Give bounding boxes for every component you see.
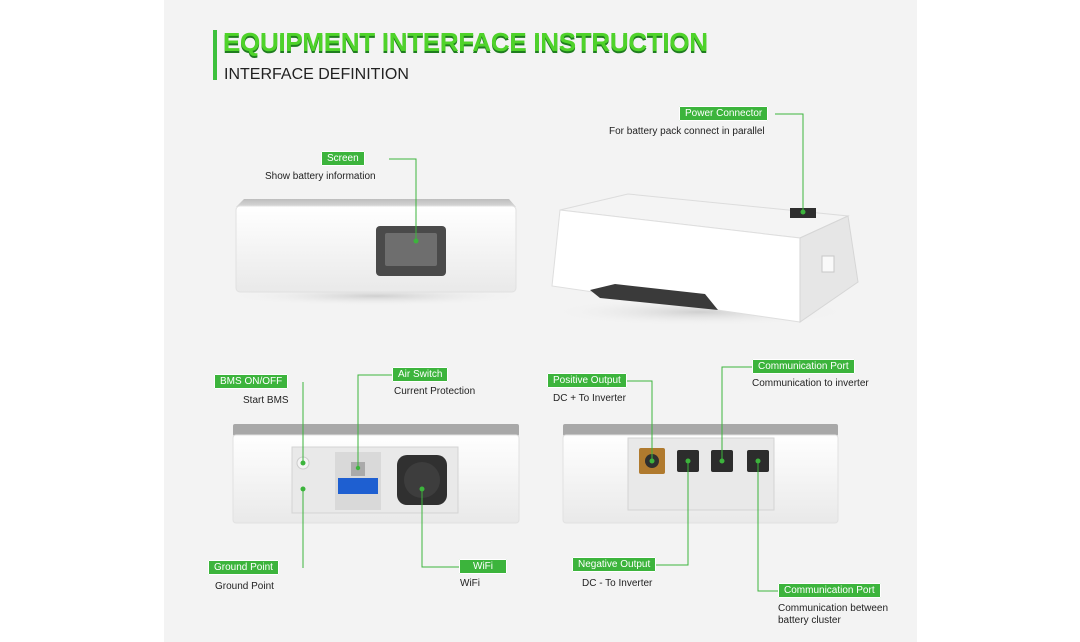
- positive-output-tag: Positive Output: [547, 373, 627, 388]
- screen-tag: Screen: [321, 151, 365, 166]
- negative-output-description: DC - To Inverter: [582, 578, 653, 589]
- power-connector-description: For battery pack connect in parallel: [609, 126, 765, 137]
- communication-port-description: Communication to inverter: [752, 378, 869, 389]
- air-switch-description: Current Protection: [394, 386, 476, 397]
- battery-left-ports-view: [232, 424, 520, 524]
- communication-port-tag: Communication Port: [752, 359, 855, 374]
- bms-onoff-tag: BMS ON/OFF: [214, 374, 289, 389]
- communication-port-cluster-tag: Communication Port: [778, 583, 881, 598]
- wifi-description: WiFi: [460, 578, 480, 589]
- ground-point-tag: Ground Point: [208, 560, 279, 575]
- page-subtitle: INTERFACE DEFINITION: [224, 66, 409, 83]
- screen-description: Show battery information: [265, 171, 376, 182]
- battery-isometric-view: [550, 193, 859, 326]
- leader-lines: [302, 113, 804, 592]
- negative-output-tag: Negative Output: [572, 557, 657, 572]
- page-title: EQUIPMENT INTERFACE INSTRUCTION: [223, 27, 708, 57]
- bms-onoff-description: Start BMS: [243, 395, 289, 406]
- title-accent-bar: [213, 30, 217, 80]
- battery-right-ports-view: [562, 424, 839, 524]
- communication-port-cluster-description-line2: battery cluster: [778, 615, 841, 626]
- wifi-tag: WiFi: [459, 559, 507, 574]
- positive-output-description: DC + To Inverter: [553, 393, 626, 404]
- ground-point-description: Ground Point: [215, 581, 274, 592]
- air-switch-tag: Air Switch: [392, 367, 449, 382]
- battery-front-screen-view: [226, 199, 526, 306]
- power-connector-tag: Power Connector: [679, 106, 769, 121]
- communication-port-cluster-description-line1: Communication between: [778, 603, 889, 614]
